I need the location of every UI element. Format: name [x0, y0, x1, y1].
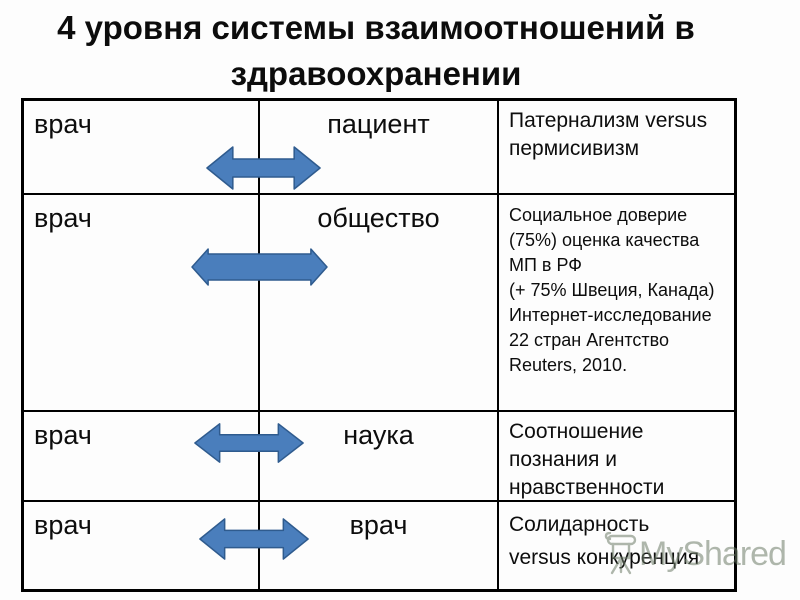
row4-mid-label: врач [349, 510, 408, 540]
text-line: (75%) оценка качества [509, 230, 700, 250]
text-line: Соотношение [509, 420, 644, 443]
text-line: пермисивизм [509, 137, 640, 160]
row4-right-cell: Солидарность versus конкуренция [499, 502, 734, 589]
row3-right-cell: Соотношение познания и нравственности [499, 412, 734, 502]
row3-left-label: врач [34, 420, 92, 450]
row1-mid-label: пациент [327, 109, 430, 139]
row2-mid-label: общество [317, 203, 440, 233]
slide-title-line2: здравоохранении [230, 55, 522, 92]
row1-left-label: врач [34, 109, 92, 139]
text-line: (+ 75% Швеция, Канада) [509, 280, 715, 300]
row3-mid-cell: наука [260, 412, 499, 502]
row1-right-cell: Патернализм versus пермисивизм [499, 101, 734, 195]
row2-mid-cell: общество [260, 195, 499, 412]
text-line: Reuters, 2010. [509, 355, 628, 375]
row2-right-cell: Социальное доверие (75%) оценка качества… [499, 195, 734, 412]
text-line: 22 стран Агентство [509, 330, 670, 350]
row2-left-label: врач [34, 203, 92, 233]
row3-left-cell: врач [24, 412, 260, 502]
text-line: МП в РФ [509, 255, 582, 275]
text-line: Социальное доверие [509, 205, 688, 225]
slide-title: 4 уровня системы взаимоотношений в здрав… [0, 5, 752, 97]
slide-title-line1: 4 уровня системы взаимоотношений в [57, 9, 695, 46]
row2-left-cell: врач [24, 195, 260, 412]
row1-left-cell: врач [24, 101, 260, 195]
text-line: Патернализм versus [509, 109, 708, 132]
text-line: Солидарность [509, 513, 650, 536]
row3-mid-label: наука [343, 420, 414, 450]
double-arrow-thick-icon [191, 247, 328, 287]
relations-table: врач пациент Патернализм versus пермисив… [21, 98, 737, 592]
double-arrow-icon [194, 422, 304, 464]
text-line: нравственности [509, 476, 665, 499]
double-arrow-icon [199, 517, 309, 561]
row4-left-label: врач [34, 510, 92, 540]
row1-mid-cell: пациент [260, 101, 499, 195]
double-arrow-icon [206, 145, 321, 191]
text-line: Интернет-исследование [509, 305, 712, 325]
text-line: versus конкуренция [509, 546, 700, 569]
row4-mid-cell: врач [260, 502, 499, 589]
text-line: познания и [509, 448, 617, 471]
